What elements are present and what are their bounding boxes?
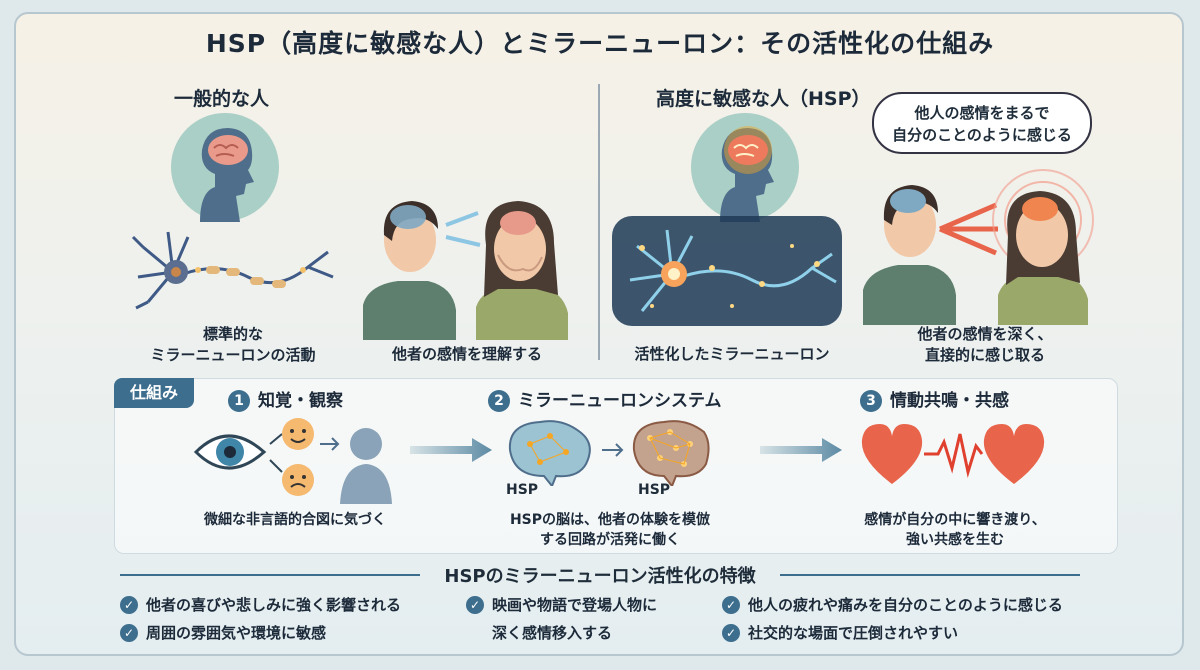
feature-item: ✓ 映画や物語で登場人物に [466,594,657,615]
page-title: HSP（高度に敏感な人）とミラーニューロン：その活性化の仕組み [205,29,995,58]
people-hsp [863,169,1094,325]
feature-item: ✓ 他人の疲れや痛みを自分のことのように感じる [722,594,1063,615]
check-icon: ✓ [120,596,138,614]
left-people-caption: 他者の感情を理解する [391,345,542,363]
feature-item: ✓ 他者の喜びや悲しみに強く影響される [120,594,401,615]
feature-text: 社交的な場面で圧倒されやすい [748,624,959,642]
step-3-label: 情動共鳴・共感 [890,391,1009,411]
feature-item: ✓ 周囲の雰囲気や環境に敏感 [120,622,326,643]
speech-bubble-text: 他人の感情をまるで 自分のことのように感じる [892,104,1072,144]
step-3-title: 3 情動共鳴・共感 [860,386,1009,412]
head-icon-hsp [691,113,799,222]
left-neuron-caption: 標準的な ミラーニューロンの活動 [150,325,316,364]
right-heading: 高度に敏感な人（HSP） [656,88,871,110]
brain-icons [508,420,710,486]
step-2-label: ミラーニューロンシステム [518,391,722,411]
step-1-title: 1 知覚・観察 [228,386,343,412]
neuron-normal [131,231,334,310]
feature-text: 映画や物語で登場人物に [492,596,658,614]
step-1-label: 知覚・観察 [258,391,343,411]
step-2-title: 2 ミラーニューロンシステム [488,386,722,412]
feature-item: ✓ 社交的な場面で圧倒されやすい [722,622,958,643]
features-line-right [780,574,1080,576]
feature-text: 他人の疲れや痛みを自分のことのように感じる [748,596,1063,614]
perception-icons [193,418,392,504]
neuron-hsp [612,216,842,326]
check-icon: ✓ [120,624,138,642]
people-normal [363,201,568,340]
head-icon-normal [171,113,279,222]
feature-item-continued: 深く感情移入する [492,624,613,642]
step-3-caption: 感情が自分の中に響き渡り、 強い共感を生む [864,512,1046,548]
feature-text: 他者の喜びや悲しみに強く影響される [146,596,402,614]
features-line-left [120,574,420,576]
right-neuron-caption: 活性化したミラーニューロン [634,345,830,363]
mechanism-tag: 仕組み [114,378,194,408]
right-people-caption: 他者の感情を深く、 直接的に感じ取る [917,325,1053,364]
step-1-caption: 微細な非言語的合図に気づく [204,512,386,528]
step-3-number: 3 [860,390,882,412]
step-2-number: 2 [488,390,510,412]
step-2-caption: HSPの脳は、他者の体験を模倣 する回路が活発に働く [509,512,711,548]
speech-bubble: 他人の感情をまるで 自分のことのように感じる [872,92,1092,154]
arrow-2-to-3 [760,438,842,462]
left-heading: 一般的な人 [174,88,270,110]
brain-label-2: HSP [638,482,671,498]
brain-label-1: HSP [506,482,539,498]
feature-text: 周囲の雰囲気や環境に敏感 [146,624,327,642]
step-1-number: 1 [228,390,250,412]
check-icon: ✓ [722,624,740,642]
arrow-1-to-2 [410,438,492,462]
features-title: HSPのミラーニューロン活性化の特徴 [444,566,756,587]
section-divider [598,84,600,360]
heart-resonance-icon [861,424,1045,484]
check-icon: ✓ [466,596,484,614]
check-icon: ✓ [722,596,740,614]
